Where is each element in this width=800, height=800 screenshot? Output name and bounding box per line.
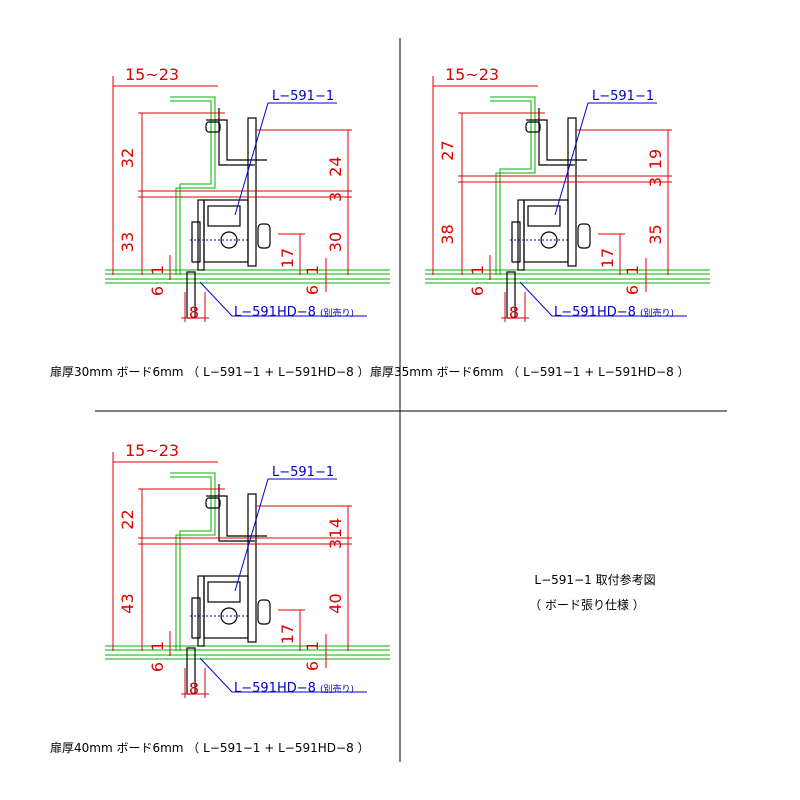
dim-left-lower: 43 <box>118 593 137 613</box>
panel-caption: 扉厚35mm ボード6mm （ L−591−1 + L−591HD−8 ） <box>370 365 690 379</box>
dim-inner-1: 1 <box>303 265 322 275</box>
board-lines <box>425 269 710 284</box>
dim-left-small-b: 6 <box>148 286 167 296</box>
dim-inner-6: 6 <box>303 661 322 671</box>
dim-right-lower: 30 <box>326 232 345 252</box>
dim-right-lower: 35 <box>646 224 665 244</box>
dim-right-mid: 3 <box>326 192 345 202</box>
hinge-body <box>506 108 591 319</box>
hinge-body <box>186 108 271 319</box>
label-plate-note: (別売り) <box>320 307 354 319</box>
dim-inner-17: 17 <box>598 248 617 268</box>
dim-left-small-a: 1 <box>468 265 487 275</box>
drawing-title: L−591−1 取付参考図 <box>534 572 655 587</box>
dim-right-upper: 24 <box>326 156 345 176</box>
dim-top-clearance: 15~23 <box>125 65 179 84</box>
panel-divider-lines <box>95 38 727 762</box>
leader-lines <box>190 478 367 693</box>
board-lines <box>105 645 390 660</box>
label-hinge-model: L−591−1 <box>272 465 334 480</box>
frame-outline <box>170 96 216 275</box>
dim-bottom-width: 8 <box>189 679 199 698</box>
panel-door40: 15~23 22 43 1 6 8 143 40 17 1 6 L−591−1L−591HD−8 (別売… <box>50 441 390 755</box>
dim-right-mid: 3 <box>326 539 345 549</box>
dim-inner-17: 17 <box>278 248 297 268</box>
drawing-subtitle: （ ボード張り仕様 ） <box>529 598 645 612</box>
dim-inner-17: 17 <box>278 624 297 644</box>
drawing-title-block: L−591−1 取付参考図 （ ボード張り仕様 ） <box>529 572 655 612</box>
panel-caption: 扉厚30mm ボード6mm （ L−591−1 + L−591HD−8 ） <box>50 365 370 379</box>
dimension-lines <box>432 76 672 322</box>
dim-left-small-b: 6 <box>468 286 487 296</box>
label-plate-note: (別売り) <box>320 683 354 695</box>
dim-left-lower: 38 <box>438 224 457 244</box>
panel-container: 15~233233168243301716L−591−1L−591HD−8(別売… <box>50 65 710 755</box>
hinge-body <box>186 484 271 695</box>
dim-inner-1: 1 <box>303 641 322 651</box>
dim-bottom-width: 8 <box>509 303 519 322</box>
panel-door30: 15~23 32 33 1 6 8 24 3 30 17 1 6 L−591−1L−591HD−8 (別売… <box>50 65 390 379</box>
dimension-lines <box>112 76 352 322</box>
dim-inner-6: 6 <box>623 285 642 295</box>
frame-outline <box>490 96 536 275</box>
dim-left-upper: 32 <box>118 148 137 168</box>
dim-right-lower: 40 <box>326 593 345 613</box>
dim-left-small-a: 1 <box>148 641 167 651</box>
dim-inner-6: 6 <box>303 285 322 295</box>
label-plate-model: L−591HD−8 <box>234 681 316 696</box>
dim-inner-1: 1 <box>623 265 642 275</box>
label-plate-model: L−591HD−8 <box>234 305 316 320</box>
dim-left-small-b: 6 <box>148 662 167 672</box>
leader-lines <box>190 102 367 317</box>
dim-left-upper: 22 <box>118 509 137 529</box>
label-hinge-model: L−591−1 <box>272 89 334 104</box>
dim-right-upper: 19 <box>646 149 665 169</box>
leader-lines <box>510 102 687 317</box>
panel-caption: 扉厚40mm ボード6mm （ L−591−1 + L−591HD−8 ） <box>50 741 370 755</box>
dim-right-upper: 14 <box>326 518 345 538</box>
label-plate-note: (別売り) <box>640 307 674 319</box>
dim-left-lower: 33 <box>118 232 137 252</box>
dim-right-mid: 3 <box>646 177 665 187</box>
dim-top-clearance: 15~23 <box>445 65 499 84</box>
panel-door35: 15~23 27 38 1 6 8 19 3 35 17 1 6 L−591−1L−591HD−8 (別売… <box>370 65 710 379</box>
dimension-lines <box>112 452 352 698</box>
dim-bottom-width: 8 <box>189 303 199 322</box>
dim-left-upper: 27 <box>438 140 457 160</box>
board-lines <box>105 269 390 284</box>
dim-left-small-a: 1 <box>148 265 167 275</box>
frame-outline <box>170 472 216 651</box>
dim-top-clearance: 15~23 <box>125 441 179 460</box>
label-plate-model: L−591HD−8 <box>554 305 636 320</box>
label-hinge-model: L−591−1 <box>592 89 654 104</box>
